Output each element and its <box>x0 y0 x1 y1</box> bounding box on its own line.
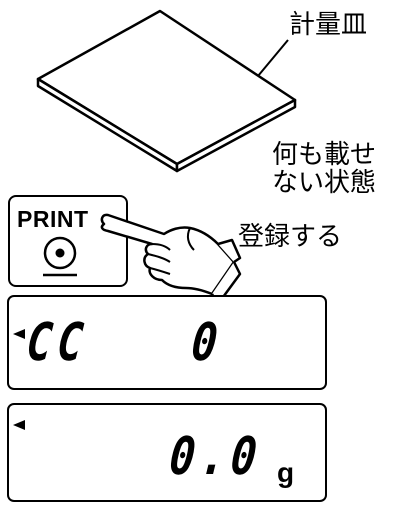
pointing-hand-icon <box>100 213 242 306</box>
display-2-marker-icon <box>13 420 25 430</box>
print-button-circle-icon <box>43 236 77 277</box>
empty-state-label-line1: 何も載せ <box>272 140 377 170</box>
pan-label: 計量皿 <box>289 10 368 40</box>
display-2-unit: g <box>277 457 295 488</box>
display-1-marker-icon <box>13 329 25 339</box>
empty-state-label-line2: ない状態 <box>272 168 377 198</box>
display-panel-2: 0.0 g <box>7 403 327 502</box>
print-button-label: PRINT <box>17 206 89 232</box>
display-1-mode-readout: CC <box>24 313 91 373</box>
print-button[interactable]: PRINT <box>8 195 128 287</box>
display-2-weight-readout: 0.0 <box>167 427 265 487</box>
display-1-value-readout: 0 <box>189 313 225 373</box>
register-label: 登録する <box>238 222 343 252</box>
display-panel-1: CC 0 <box>7 295 327 390</box>
weighing-pan-illustration <box>36 9 297 173</box>
